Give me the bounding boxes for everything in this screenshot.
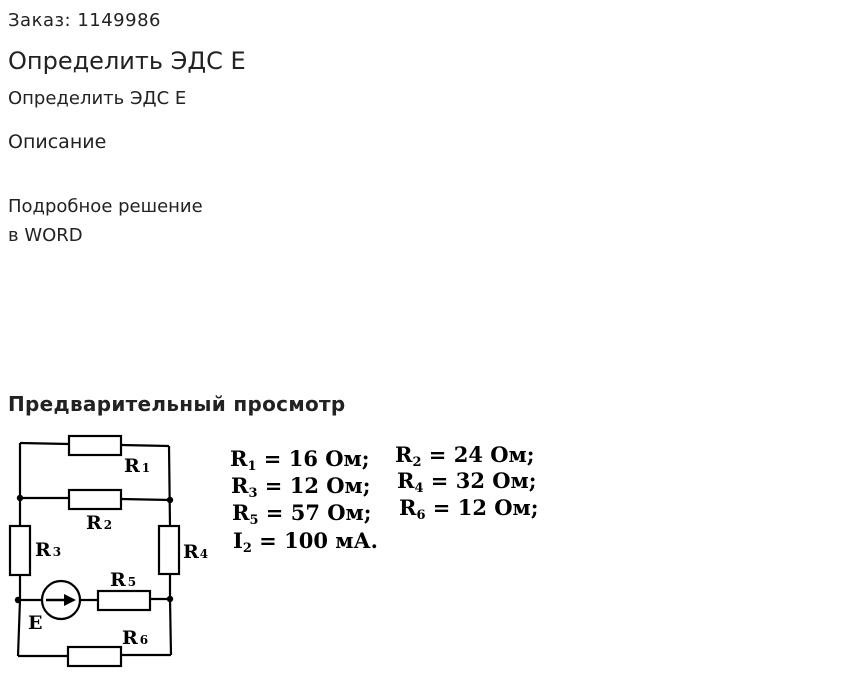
param-r3: R3 = 12 Ом;: [231, 473, 371, 501]
junction-dots: [14, 494, 174, 604]
label-e: E: [28, 612, 42, 634]
page-title: Определить ЭДС Е: [8, 47, 246, 75]
resistor-r2: [67, 488, 123, 511]
resistor-r3: [8, 524, 32, 577]
emf-source: [40, 579, 82, 621]
resistor-r1: [67, 434, 123, 457]
param-r5: R5 = 57 Ом;: [232, 500, 372, 528]
task-subtitle: Определить ЭДС Е: [8, 88, 187, 109]
param-r4: R4 = 32 Ом;: [397, 468, 537, 496]
description-heading: Описание: [8, 131, 107, 153]
description-text: Подробное решение в WORD: [8, 192, 203, 250]
description-line: в WORD: [8, 225, 83, 246]
param-r2: R2 = 24 Ом;: [395, 442, 535, 470]
order-number: Заказ: 1149986: [8, 10, 161, 31]
param-i2: I2 = 100 мА.: [233, 528, 378, 556]
parameter-list: R1 = 16 Ом; R2 = 24 Ом; R3 = 12 Ом; R4 =…: [230, 442, 539, 556]
resistor-r4: [157, 524, 181, 576]
resistor-r6: [66, 645, 123, 668]
resistor-r5: [96, 589, 152, 612]
param-r1: R1 = 16 Ом;: [230, 446, 370, 474]
preview-heading: Предварительный просмотр: [8, 392, 346, 416]
param-r6: R6 = 12 Ом;: [399, 495, 539, 523]
description-line: Подробное решение: [8, 196, 203, 217]
label-r4: R4: [183, 541, 208, 563]
emf-arrow-icon: [64, 594, 76, 606]
circuit-diagram: [8, 434, 181, 668]
